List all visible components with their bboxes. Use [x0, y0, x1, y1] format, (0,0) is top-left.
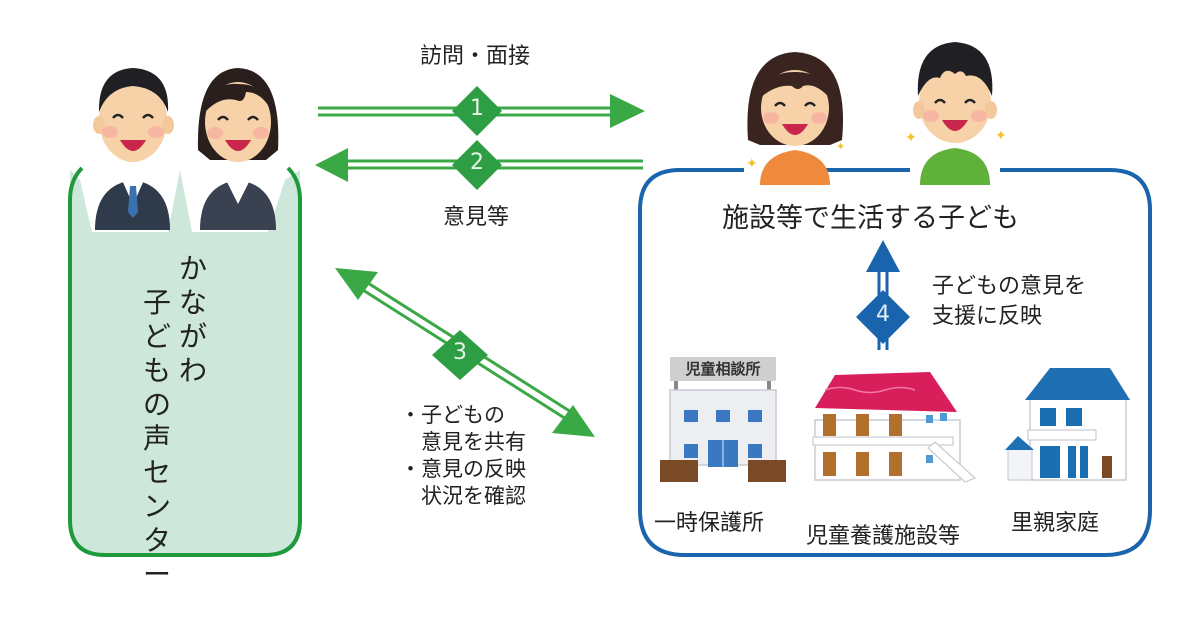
- step-2-badge: [452, 140, 502, 190]
- children-group-title: 施設等で生活する子ども: [722, 203, 1019, 234]
- step-4-badge: [856, 290, 910, 344]
- step-2-number: 2: [470, 150, 484, 175]
- step-3-line-2: 意見を共有: [400, 430, 526, 454]
- step-4-line-2: 支援に反映: [932, 304, 1043, 329]
- facility-1-sign: 児童相談所: [670, 357, 776, 381]
- center-box-border: [68, 166, 302, 557]
- facility-3-label: 里親家庭: [1011, 511, 1100, 536]
- child-guidance-center-building: [660, 381, 786, 482]
- step-3-line-1: ・子どもの: [400, 403, 505, 427]
- step-4-number: 4: [876, 302, 890, 327]
- step-2-label: 意見等: [443, 205, 510, 230]
- step-3-badge: [432, 330, 488, 380]
- female-staff-avatar: [197, 68, 279, 230]
- svg-text:✦: ✦: [995, 128, 1007, 144]
- step-1-number: 1: [470, 96, 484, 121]
- girl-avatar: ✦ ✦: [746, 52, 845, 185]
- childrens-home-building: [812, 372, 977, 483]
- boy-avatar: ✦ ✦: [905, 42, 1007, 185]
- children-box-border: [638, 168, 1152, 557]
- step-3-label: ・子どもの 意見を共有 ・意見の反映 状況を確認: [400, 402, 526, 510]
- male-staff-avatar: [93, 68, 174, 230]
- center-box: [70, 170, 300, 555]
- step-3-line-4: 状況を確認: [400, 484, 526, 508]
- center-name-line-1: かながわ: [178, 252, 207, 387]
- svg-text:✦: ✦: [836, 140, 845, 153]
- svg-text:✦: ✦: [746, 156, 758, 172]
- center-name-line-2: 子どもの声センター: [142, 286, 171, 591]
- svg-text:✦: ✦: [905, 130, 917, 146]
- step-4-label: 子どもの意見を 支援に反映: [932, 272, 1086, 332]
- step-3-number: 3: [453, 340, 467, 365]
- foster-home-house: [1005, 368, 1130, 481]
- step-4-line-1: 子どもの意見を: [932, 274, 1087, 299]
- step-1-label: 訪問・面接: [420, 44, 531, 69]
- facility-1-label: 一時保護所: [654, 511, 765, 536]
- step-3-line-3: ・意見の反映: [400, 457, 526, 481]
- facility-2-label: 児童養護施設等: [806, 524, 961, 549]
- step-1-badge: [452, 86, 502, 136]
